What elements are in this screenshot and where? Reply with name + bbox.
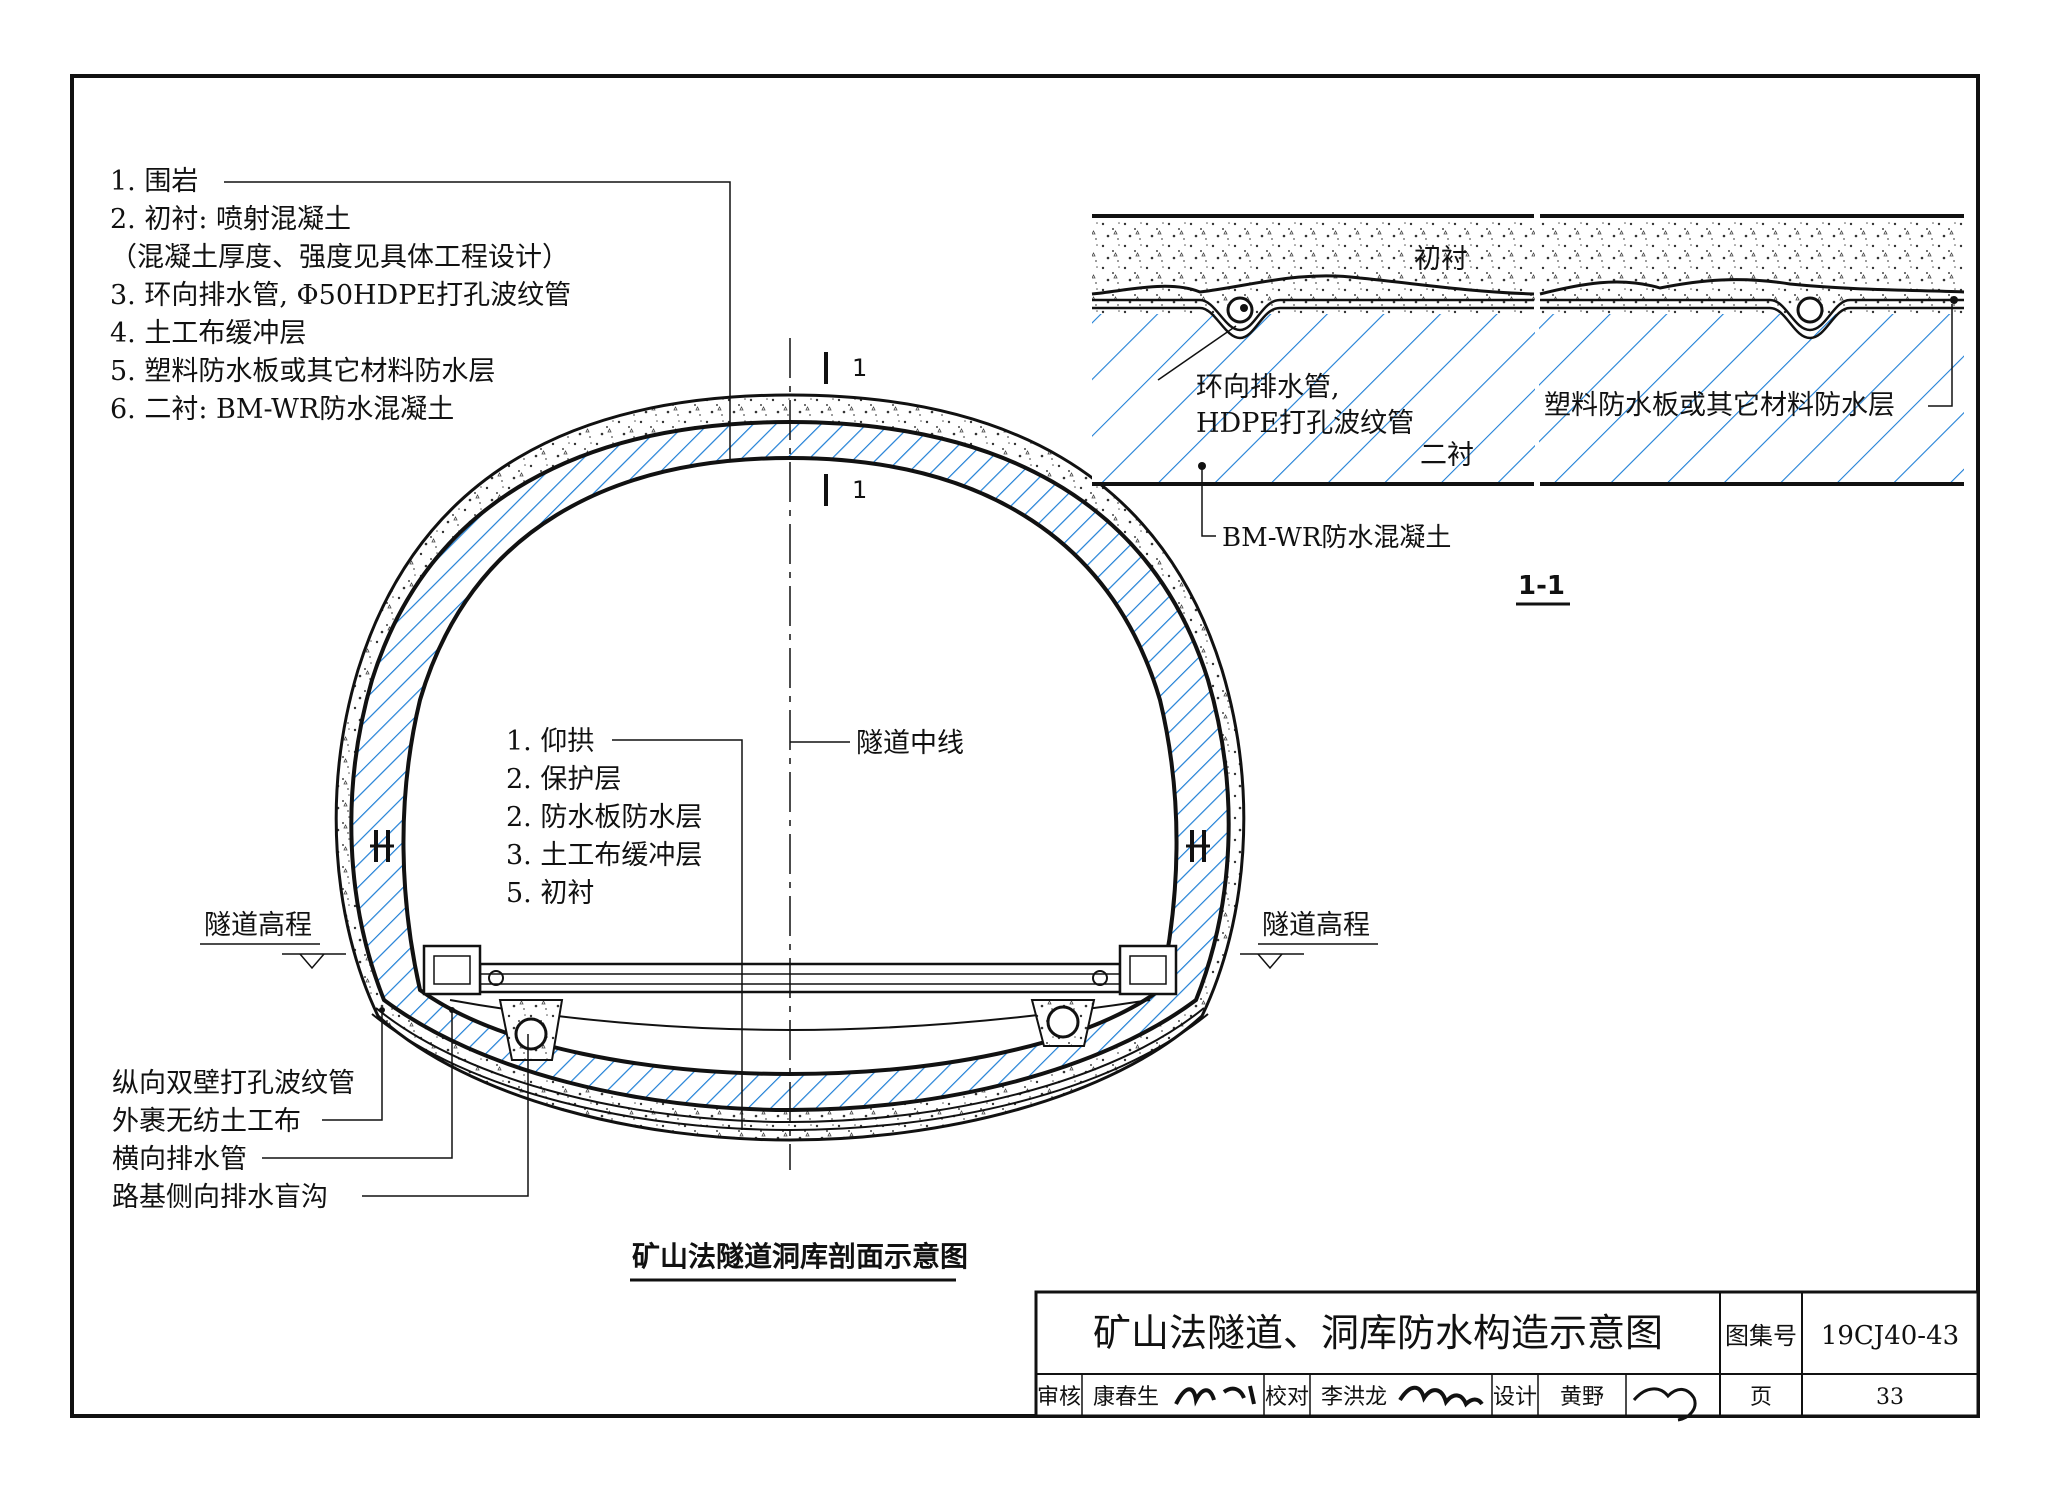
detail-concrete-label: BM-WR防水混凝土: [1222, 523, 1451, 553]
legend-lining-1: 1. 围岩: [110, 166, 198, 197]
callout-longitudinal-pipe: 纵向双壁打孔波纹管: [112, 1068, 355, 1099]
check-label: 校对: [1265, 1385, 1309, 1410]
tunnel-centerline-label: 隧道中线: [856, 728, 964, 759]
checker-name: 李洪龙: [1321, 1385, 1387, 1410]
legend-lining-4: 4. 土工布缓冲层: [110, 318, 306, 349]
reviewer-signature: [1174, 1385, 1256, 1407]
design-label: 设计: [1493, 1385, 1537, 1410]
lining-legend: 1. 围岩 2. 初衬: 喷射混凝土 （混凝土厚度、强度见具体工程设计） 3. …: [110, 166, 731, 462]
designer-name: 黄野: [1560, 1385, 1604, 1410]
designer-signature: [1632, 1387, 1697, 1422]
legend-lining-2: 2. 初衬: 喷射混凝土: [110, 204, 351, 235]
callout-geotextile: 外裹无纺土工布: [112, 1106, 301, 1137]
legend-invert-5: 5. 初衬: [506, 878, 594, 909]
legend-invert-3: 2. 防水板防水层: [506, 802, 702, 833]
drawing-title: 矿山法隧道、洞库防水构造示意图: [1093, 1311, 1663, 1355]
review-label: 审核: [1037, 1385, 1081, 1410]
legend-invert-4: 3. 土工布缓冲层: [506, 840, 702, 871]
page-label: 页: [1750, 1385, 1772, 1410]
detail-pipe-label-2: HDPE打孔波纹管: [1196, 408, 1414, 439]
detail-secondary-label: 二衬: [1420, 440, 1474, 471]
atlas-number: 19CJ40-43: [1821, 1321, 1959, 1351]
detail-section-1-1: 初衬 二衬 环向排水管, HDPE打孔波纹管 塑料防水板或其它材料防水层 BM-…: [1091, 214, 1965, 606]
callout-side-drain: 路基侧向排水盲沟: [112, 1182, 328, 1213]
legend-lining-3: 3. 环向排水管, Φ50HDPE打孔波纹管: [110, 280, 571, 311]
sheet-border: [70, 74, 1980, 1418]
detail-pipe-label-1: 环向排水管,: [1196, 372, 1340, 403]
legend-lining-5: 5. 塑料防水板或其它材料防水层: [110, 356, 495, 387]
detail-section-title: 1-1: [1518, 571, 1565, 601]
invert-legend: 1. 仰拱 2. 保护层 2. 防水板防水层 3. 土工布缓冲层 5. 初衬: [506, 726, 743, 1130]
detail-membrane-label: 塑料防水板或其它材料防水层: [1544, 390, 1895, 421]
elevation-label-right: 隧道高程: [1262, 910, 1370, 941]
atlas-label: 图集号: [1725, 1322, 1797, 1350]
checker-signature: [1398, 1385, 1484, 1408]
legend-lining-6: 6. 二衬: BM-WR防水混凝土: [110, 394, 454, 425]
legend-invert-1: 1. 仰拱: [506, 726, 594, 757]
section-mark-top: 1: [852, 354, 867, 382]
bottom-callouts: 纵向双壁打孔波纹管 外裹无纺土工布 横向排水管 路基侧向排水盲沟: [112, 1007, 529, 1213]
elevation-label-left: 隧道高程: [204, 910, 312, 941]
elevation-right: 隧道高程: [1240, 910, 1378, 970]
main-caption: 矿山法隧道洞库剖面示意图: [632, 1240, 968, 1273]
reviewer-name: 康春生: [1093, 1385, 1159, 1410]
legend-invert-2: 2. 保护层: [506, 764, 621, 795]
title-block: 矿山法隧道、洞库防水构造示意图 图集号 19CJ40-43 审核 康春生 校对 …: [1034, 1290, 1980, 1422]
elevation-left: 隧道高程: [200, 910, 346, 970]
section-mark-bottom: 1: [852, 476, 867, 504]
page-number: 33: [1876, 1385, 1904, 1410]
legend-lining-2-note: （混凝土厚度、强度见具体工程设计）: [110, 242, 569, 273]
detail-primary-label: 初衬: [1414, 244, 1468, 275]
callout-transverse-pipe: 横向排水管: [112, 1144, 247, 1175]
tunnel-cross-section: [334, 393, 1246, 1142]
